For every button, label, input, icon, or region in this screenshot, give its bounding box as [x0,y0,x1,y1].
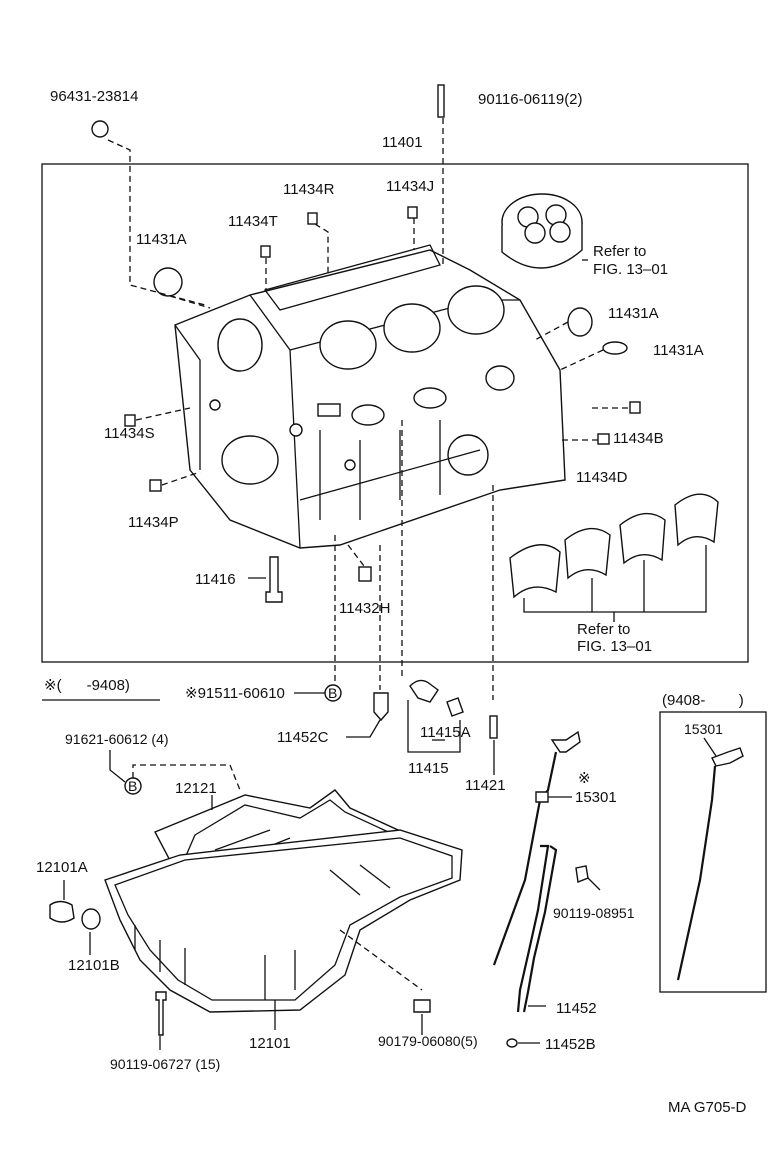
bolt-mark-b: B [328,685,337,701]
label-12121: 12121 [175,780,217,797]
refer-bottom-line2: FIG. 13–01 [577,638,652,655]
bearings-icon [509,493,719,599]
label-11415A: 11415A [420,724,471,741]
label-11432H: 11432H [339,600,390,617]
label-90119-06727: 90119-06727 (15) [110,1056,220,1072]
footer-code: MA G705-D [668,1099,747,1116]
label-12101A: 12101A [36,859,88,876]
label-90179-06080: 90179-06080(5) [378,1033,478,1049]
label-11434R: 11434R [283,181,335,198]
label-90116-06119: 90116-06119(2) [478,91,583,108]
label-11452: 11452 [556,1000,597,1017]
label-11431A-right-2: 11431A [653,342,704,359]
oil-dipstick [492,730,581,1013]
cylinder-block-frame [41,163,749,663]
note-left-9408: ※( -9408) [44,677,130,694]
label-11434P: 11434P [128,514,179,531]
label-11434J: 11434J [386,178,434,195]
label-11434D: 11434D [576,469,628,486]
label-11416: 11416 [195,571,236,588]
label-11434T: 11434T [228,213,278,230]
label-15301-inset: 15301 [684,721,723,737]
label-11452B: 11452B [545,1036,596,1053]
label-11431A-left: 11431A [136,231,187,248]
note-right-9408: (9408- ) [662,692,744,709]
label-12101: 12101 [249,1035,291,1052]
label-90119-08951: 90119-08951 [553,905,635,921]
mark-15301: ※ [578,770,591,787]
cylinder-block [174,244,566,549]
label-11415: 11415 [408,760,449,777]
refer-top-line1: Refer to [593,243,646,260]
label-96431-23814: 96431-23814 [50,88,138,105]
refer-bottom-line1: Refer to [577,621,630,638]
label-11421: 11421 [465,777,506,794]
inset-dipstick [676,747,744,981]
inset-box-9408 [659,711,767,993]
label-11434B: 11434B [613,430,664,447]
refer-top-line2: FIG. 13–01 [593,261,668,278]
label-91511-60610: ※91511-60610 [185,685,285,702]
bolt-mark-b-left: B [128,778,137,794]
label-11401: 11401 [382,134,423,151]
label-15301: 15301 [575,789,617,806]
label-11431A-right-1: 11431A [608,305,659,322]
piston-icon [501,193,583,269]
oil-pan [104,829,463,1013]
label-12101B: 12101B [68,957,120,974]
label-91621-60612: 91621-60612 (4) [65,731,169,747]
label-11452C: 11452C [277,729,329,746]
label-11434S: 11434S [104,425,155,442]
